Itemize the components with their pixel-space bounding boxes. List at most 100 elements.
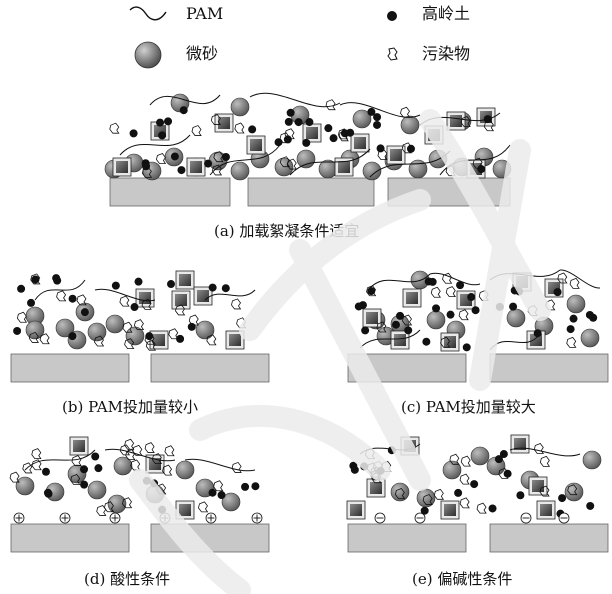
floc-square	[135, 288, 155, 308]
positive-charge	[251, 512, 263, 524]
pollutant-particle	[533, 443, 545, 454]
kaolin-particle	[111, 281, 120, 290]
floc-square	[366, 478, 386, 498]
kaolin-particle	[43, 488, 52, 497]
floc-square	[112, 157, 132, 177]
kaolin-particle	[158, 505, 167, 514]
pollutant-particle	[498, 467, 509, 479]
pollutant-particle	[440, 336, 451, 348]
microsand-particle	[318, 159, 338, 179]
panel-b-diagram	[10, 270, 270, 383]
kaolin-particle	[294, 118, 303, 127]
panel-c-caption: (c) PAM投加量较大	[401, 398, 536, 416]
pollutant-particle	[191, 125, 202, 136]
floc-square	[346, 500, 366, 520]
pollutant-particle	[94, 335, 105, 347]
pollutant-particle	[569, 277, 580, 289]
legend-pollutant-label: 污染物	[422, 44, 471, 63]
kaolin-particle	[170, 152, 179, 161]
pollutant-particle	[31, 459, 42, 471]
pollutant-particle	[122, 321, 133, 333]
kaolin-particle	[27, 298, 36, 307]
pollutant-particle	[141, 298, 152, 310]
floc-square	[402, 288, 422, 308]
microsand-particle	[87, 322, 107, 342]
kaolin-particle	[373, 113, 382, 122]
microsand-particle	[426, 310, 446, 330]
pollutant-particle	[400, 106, 411, 118]
kaolin-particle	[68, 294, 77, 303]
pollutant-particle	[145, 339, 157, 351]
kaolin-particle	[142, 476, 151, 485]
pam-icon	[129, 6, 167, 21]
pollutant-particle	[124, 438, 135, 450]
microsand-particle	[580, 328, 600, 348]
floc-square	[175, 500, 195, 520]
microsand-particle	[105, 314, 125, 334]
kaolin-particle	[515, 287, 524, 296]
floc-square	[225, 330, 245, 350]
pollutant-particle	[22, 462, 33, 474]
kaolin-particle	[471, 306, 480, 315]
positive-charge	[13, 512, 25, 524]
pollutant-particle	[401, 142, 412, 154]
pollutant-particle	[132, 444, 143, 456]
panel-a-diagram	[104, 92, 512, 207]
microsand-particle	[428, 149, 448, 169]
kaolin-particle	[17, 284, 26, 293]
kaolin-particle	[177, 166, 186, 175]
pollutant-particle	[539, 455, 551, 467]
pollutant-particle	[286, 158, 297, 170]
kaolin-particle	[274, 138, 283, 147]
surface-slab	[150, 523, 270, 553]
pollutant-particle	[527, 304, 538, 316]
kaolin-particle	[387, 446, 396, 455]
surface-slab	[489, 353, 609, 383]
floc-square	[536, 500, 556, 520]
pollutant-particle	[133, 319, 145, 331]
pollutant-icon	[387, 47, 398, 61]
pollutant-particle	[377, 149, 388, 161]
floc-square	[186, 157, 206, 177]
legend-kaolin-label: 高岭土	[422, 4, 471, 23]
floc-square	[246, 135, 266, 155]
pollutant-particle	[478, 290, 489, 301]
kaolin-particle	[553, 288, 562, 297]
kaolin-particle	[80, 480, 89, 489]
pollutant-particle	[460, 455, 471, 467]
pollutant-particle	[213, 151, 224, 163]
pollutant-particle	[422, 494, 433, 505]
microsand-particle	[15, 476, 35, 496]
pollutant-particle	[9, 471, 20, 483]
kaolin-particle	[31, 275, 40, 284]
kaolin-particle	[432, 304, 441, 313]
microsand-particle	[55, 318, 75, 338]
pollutant-particle	[566, 336, 577, 348]
kaolin-particle	[217, 491, 226, 500]
pollutant-particle	[109, 122, 120, 134]
kaolin-particle	[302, 138, 311, 147]
kaolin-particle	[134, 277, 143, 286]
floc-square	[350, 133, 370, 153]
microsand-particle	[87, 480, 107, 500]
kaolin-particle	[354, 302, 363, 311]
kaolin-particle	[428, 277, 437, 286]
panel-c-diagram	[347, 269, 609, 383]
pollutant-particle	[71, 455, 82, 466]
kaolin-particle	[533, 329, 542, 338]
kaolin-particle	[94, 464, 103, 473]
panel-d-diagram	[9, 436, 270, 553]
positive-charge	[109, 512, 121, 524]
kaolin-particle	[80, 465, 89, 474]
positive-charge	[59, 512, 71, 524]
negative-charge	[520, 512, 532, 524]
surface-slab	[489, 523, 609, 553]
negative-charge	[558, 512, 570, 524]
kaolin-particle	[221, 153, 230, 162]
pollutant-particle	[459, 473, 470, 485]
microsand-particle	[230, 161, 250, 181]
kaolin-particle	[68, 332, 77, 341]
floc-square	[69, 436, 89, 456]
kaolin-particle	[52, 274, 61, 283]
pollutant-particle	[449, 453, 460, 465]
